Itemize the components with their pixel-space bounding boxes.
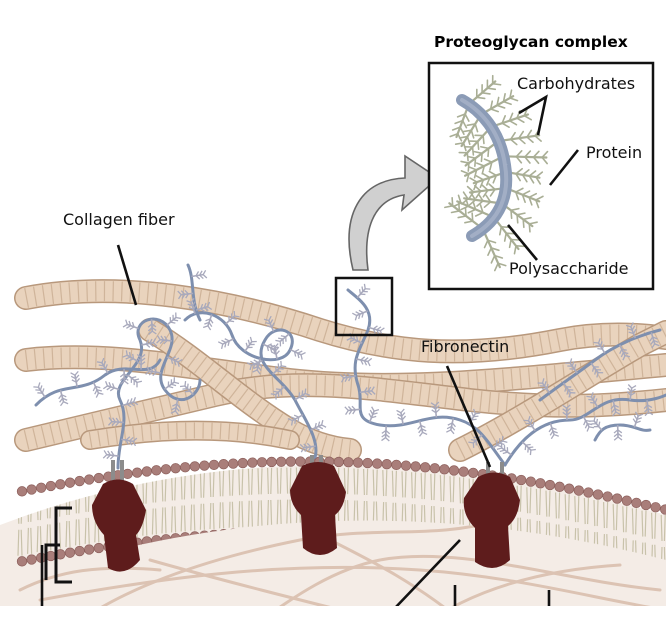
lower-pointer-1	[394, 539, 461, 609]
collagen-fiber-4	[138, 318, 362, 462]
pointer-lines	[116, 94, 580, 609]
collagen-fiber-6	[80, 420, 300, 450]
collagen-fiber-3	[14, 373, 666, 452]
carbohydrates-pointer	[518, 94, 548, 136]
zoom-box	[334, 276, 394, 337]
bottom-band	[0, 606, 666, 628]
strand-7	[593, 423, 652, 442]
carbohydrate-branches	[33, 269, 660, 460]
inset-panel	[427, 61, 655, 291]
strand-5	[503, 393, 666, 467]
strand-4	[346, 288, 507, 467]
polysaccharide-pointer	[506, 224, 539, 261]
integrin-1	[92, 460, 146, 572]
integrins	[92, 455, 520, 572]
collagen-fiber-1	[14, 279, 666, 364]
integrin-3	[463, 462, 520, 569]
strand-6	[538, 328, 662, 402]
protein-pointer	[548, 149, 580, 186]
collagen-pointer	[116, 244, 138, 306]
collagen-fiber-label: Collagen fiber	[63, 210, 175, 229]
inset-title: Proteoglycan complex	[434, 33, 628, 51]
strand-1	[116, 317, 202, 470]
proteoglycan-strands	[34, 263, 666, 470]
strand-3	[183, 311, 318, 460]
zoom-arrow	[348, 154, 440, 271]
membrane-bracket	[44, 506, 72, 584]
strand-2	[34, 358, 162, 407]
fibronectin-label: Fibronectin	[421, 337, 509, 356]
polysaccharide-label: Polysaccharide	[509, 259, 628, 278]
strand-8	[186, 263, 202, 322]
carbohydrates-label: Carbohydrates	[517, 74, 635, 93]
protein-label: Protein	[586, 143, 642, 162]
integrin-2	[290, 455, 346, 555]
fibronectin-pointer	[445, 365, 492, 468]
